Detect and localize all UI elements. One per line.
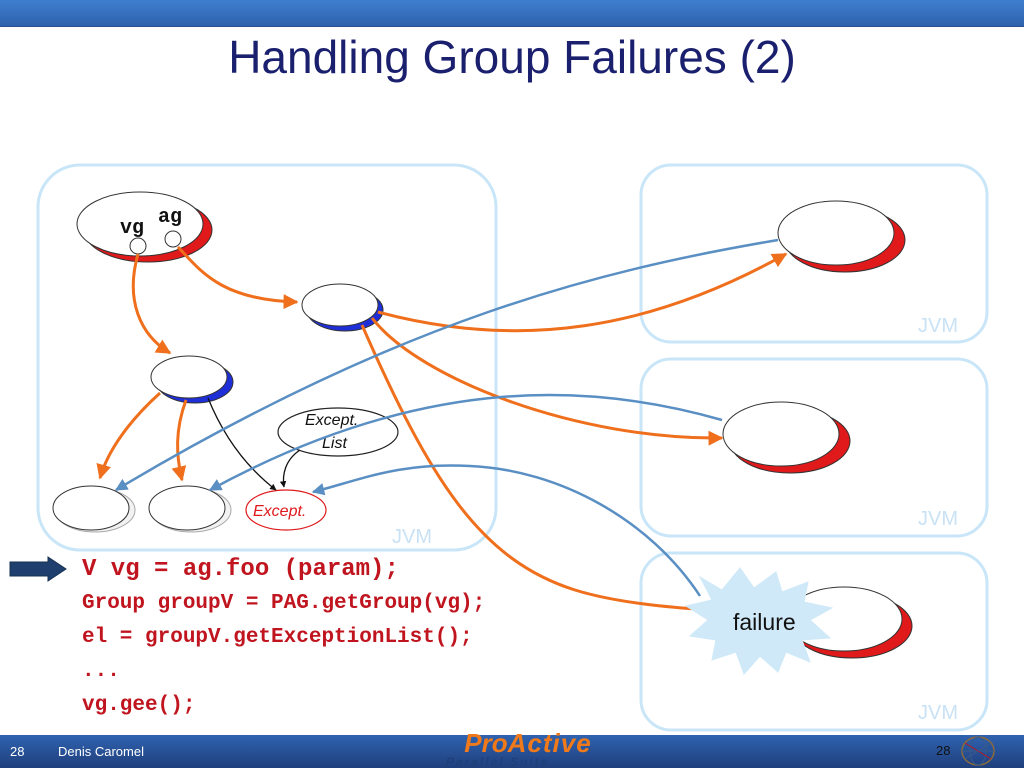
caller-object: vg ag [76,191,213,263]
top-bar [0,0,1024,27]
logo-pro-text: Pro [464,728,508,758]
future-2 [148,485,232,533]
code-block: V vg = ag.foo (param); Group groupV = PA… [82,553,485,723]
vg-port [129,237,147,255]
group-proxy-ag [301,283,384,332]
proactive-logo: ProActive Parallel Suite [438,728,618,769]
arrow-group-to-remote2 [370,317,724,446]
jvm-label-left: JVM [392,526,432,548]
code-line-3: el = groupV.getExceptionList(); [82,626,473,649]
group-proxy-vg [150,355,234,404]
code-line-2: Group groupV = PAG.getGroup(vg); [82,592,486,615]
except-label: Except. [253,503,306,520]
ag-port [164,230,182,248]
slide-number: 28 [10,744,25,759]
return-failure-to-except [311,464,702,597]
slide-title: Handling Group Failures (2) [228,31,796,83]
arrow-group-to-failure [360,324,709,612]
jvm-label-mid-right: JVM [918,508,958,530]
arrow-list-to-except [279,449,301,488]
code-line-1: V vg = ag.foo (param); [82,556,399,583]
arrow-ag-to-group [176,245,299,310]
except-object: Except. [245,489,327,531]
jvm-label-top-right: JVM [918,315,958,337]
slide-number-right: 28 [936,743,951,758]
except-list-label-2: List [322,435,347,452]
remote-object-1 [777,200,906,273]
return-remote2-to-future2 [208,393,723,492]
failure-label: failure [733,609,796,635]
failure-burst: failure [684,567,834,675]
arrow-to-future-2 [171,399,188,482]
future-1 [52,485,136,533]
footer-bar: 28 Denis Caromel 28 [0,735,1024,768]
jvm-label-bottom-right: JVM [918,702,958,724]
return-remote1-to-future1 [114,238,779,492]
code-line-4: ... [82,660,120,683]
arrow-vg-to-group [131,253,172,355]
author-name: Denis Caromel [58,744,144,759]
logo-active-text: Active [507,728,592,758]
logo-suite-text: Parallel Suite [446,755,550,769]
arrow-group-to-remote1 [377,252,788,333]
arrow-to-except [207,397,277,491]
arrow-to-future-1 [96,391,162,480]
vg-label: vg [120,217,144,240]
current-line-arrow-icon [9,556,67,582]
code-line-5: vg.gee(); [82,694,196,717]
globe-icon [961,736,995,766]
remote-object-2 [722,401,851,474]
except-list-label-1: Except. [305,412,358,429]
ag-label: ag [158,206,182,229]
